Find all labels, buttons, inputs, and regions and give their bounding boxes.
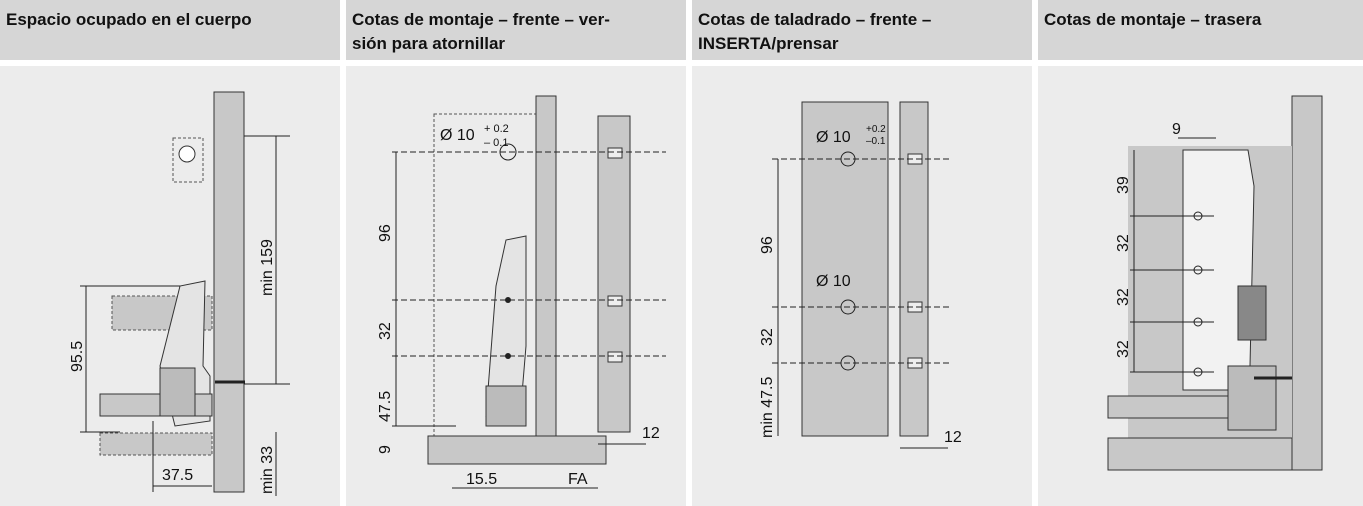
tol-plus: + 0.2 <box>484 123 509 135</box>
drawing-area: min 159 95.5 37.5 min 33 <box>0 66 340 506</box>
hole-dia-1: Ø 10 <box>816 129 851 146</box>
front-section <box>899 101 929 437</box>
panel-header: Espacio ocupado en el cuerpo <box>0 0 340 60</box>
drawing-area: 9 39 32 32 32 <box>1038 66 1363 506</box>
dim-12: 12 <box>642 425 660 442</box>
tol-minus: –0.1 <box>866 136 886 147</box>
panel-header: Cotas de montaje – frente – ver- sión pa… <box>346 0 686 60</box>
dim-32: 32 <box>759 328 776 346</box>
hole-dia-2: Ø 10 <box>816 273 851 290</box>
runner-clip <box>485 385 527 427</box>
dim-95-5: 95.5 <box>69 341 86 372</box>
panel-title: Espacio ocupado en el cuerpo <box>6 10 252 29</box>
drawing-area: Ø 10 Ø 10 +0.2 –0.1 96 32 min 47.5 12 <box>692 66 1032 506</box>
lower-drawer-outline <box>99 432 213 456</box>
hole-circle <box>178 145 196 163</box>
body-space-drawing: min 159 95.5 37.5 min 33 <box>69 91 290 496</box>
dim-32: 32 <box>377 322 394 340</box>
front-section <box>597 115 631 433</box>
dim-39: 39 <box>1115 176 1132 194</box>
dim-min-159: min 159 <box>259 239 276 296</box>
dim-32-c: 32 <box>1115 340 1132 358</box>
runner-clip <box>159 367 196 417</box>
rear-drawing: 9 39 32 32 32 <box>1107 95 1323 471</box>
dim-15-5: 15.5 <box>466 471 497 488</box>
cabinet-side <box>1291 95 1323 471</box>
cabinet-bottom <box>1107 437 1293 471</box>
panel-title: Cotas de montaje – trasera <box>1044 10 1262 29</box>
drawer-bottom <box>1107 395 1239 419</box>
dim-min-33: min 33 <box>259 446 276 494</box>
cabinet-bottom <box>427 435 607 465</box>
dim-32-a: 32 <box>1115 234 1132 252</box>
connector-outline <box>172 137 204 183</box>
hole-dia: Ø 10 <box>440 127 475 144</box>
panel-body-space: Espacio ocupado en el cuerpo min 159 <box>0 0 340 506</box>
cabinet-side-panel <box>213 91 245 493</box>
dim-47-5: 47.5 <box>377 391 394 422</box>
dim-9: 9 <box>1172 121 1181 138</box>
panel-header: Cotas de montaje – trasera <box>1038 0 1363 60</box>
dim-9: 9 <box>377 445 394 454</box>
drawing-area: Ø 10 + 0.2 – 0.1 96 32 47.5 9 15.5 FA 12 <box>346 66 686 506</box>
panel-title: Cotas de taladrado – frente – INSERTA/pr… <box>698 10 932 53</box>
panel-rear: Cotas de montaje – trasera 9 39 32 32 <box>1038 0 1363 506</box>
front-panel <box>801 101 889 437</box>
dim-96: 96 <box>377 224 394 242</box>
panel-title: Cotas de montaje – frente – ver- sión pa… <box>352 10 610 53</box>
dim-96: 96 <box>759 236 776 254</box>
dim-12: 12 <box>944 429 962 446</box>
runner-clip <box>1227 365 1277 431</box>
panel-header: Cotas de taladrado – frente – INSERTA/pr… <box>692 0 1032 60</box>
front-screw-drawing: Ø 10 + 0.2 – 0.1 96 32 47.5 9 15.5 FA 12 <box>377 95 666 489</box>
clip-block <box>1237 285 1267 341</box>
dim-min-47-5: min 47.5 <box>759 377 776 438</box>
tol-minus: – 0.1 <box>484 137 508 149</box>
panel-drilling-front: Cotas de taladrado – frente – INSERTA/pr… <box>692 0 1032 506</box>
panel-front-screw: Cotas de montaje – frente – ver- sión pa… <box>346 0 686 506</box>
cabinet-side <box>535 95 557 457</box>
tol-plus: +0.2 <box>866 124 886 135</box>
dim-fa: FA <box>568 471 588 488</box>
drilling-drawing: Ø 10 Ø 10 +0.2 –0.1 96 32 min 47.5 12 <box>759 101 962 449</box>
dim-37-5: 37.5 <box>162 467 193 484</box>
dim-32-b: 32 <box>1115 288 1132 306</box>
